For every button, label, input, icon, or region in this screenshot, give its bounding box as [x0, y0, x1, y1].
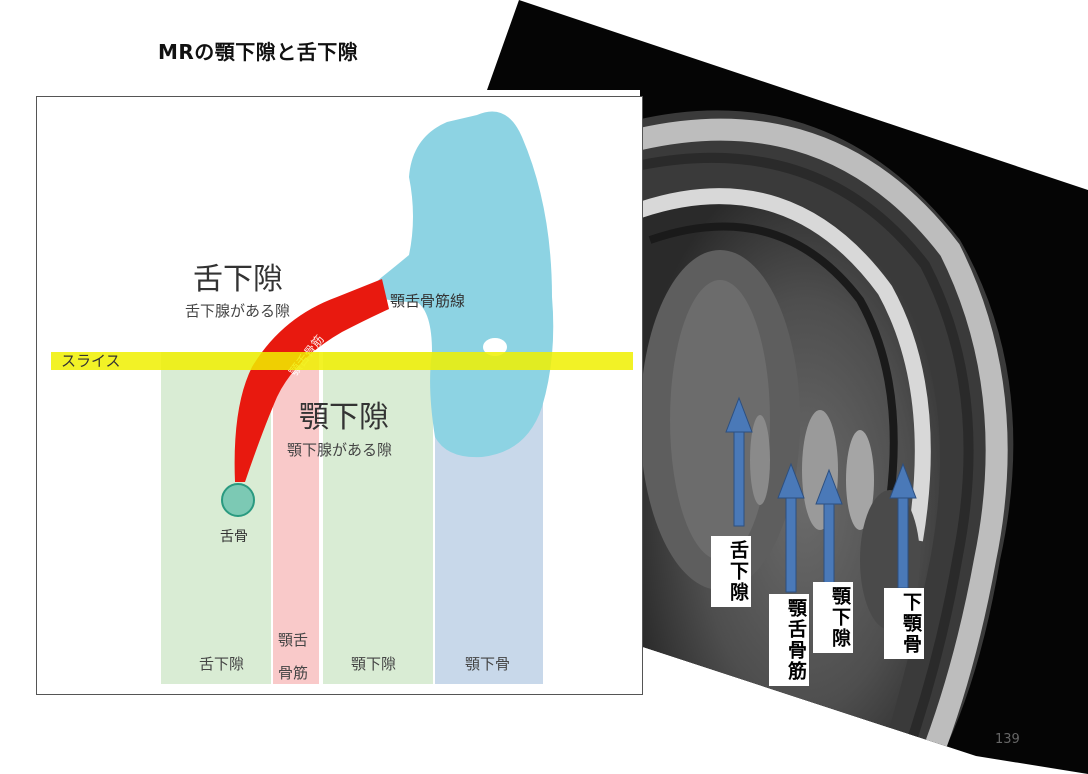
sublingual-space-desc: 舌下腺がある隙 [185, 302, 290, 320]
column-label-sublingual: 舌下隙 [199, 655, 244, 673]
mri-label-mandible: 下顎骨 [884, 588, 924, 659]
slice-band [51, 352, 633, 370]
submandibular-space-desc: 顎下腺がある隙 [287, 441, 392, 459]
column-mylohyoid [273, 352, 319, 684]
mylohyoid-line-label: 顎舌骨筋線 [390, 292, 465, 310]
mylohyoid-muscle [234, 279, 389, 482]
mri-label-mylohyoid: 顎舌骨筋 [769, 594, 809, 686]
mri-label-submandibular: 顎下隙 [813, 582, 853, 653]
column-label-mylohyoid-1: 顎舌 [278, 631, 308, 649]
sublingual-space-title: 舌下隙 [193, 262, 283, 297]
diagram-svg: 顎舌骨筋 スライス 舌骨 舌下隙 舌下腺がある隙 顎下隙 顎下腺がある隙 顎舌骨… [51, 111, 633, 684]
submandibular-space-title: 顎下隙 [299, 400, 389, 435]
page-title: MRの顎下隙と舌下隙 [158, 40, 359, 64]
column-label-submandibular: 顎下隙 [351, 655, 396, 673]
arrow-mylohyoid [777, 462, 805, 593]
column-label-mylohyoid-2: 骨筋 [278, 664, 308, 682]
mri-label-sublingual: 舌下隙 [711, 536, 751, 607]
mandible-shape [373, 111, 554, 458]
column-label-mandible: 顎下骨 [465, 655, 510, 673]
arrow-sublingual [725, 396, 753, 527]
page-number: 139 [995, 732, 1020, 747]
hyoid-bone [221, 483, 255, 517]
slice-label: スライス [61, 352, 121, 370]
column-submandibular [323, 352, 433, 684]
schematic-diagram: 顎舌骨筋 スライス 舌骨 舌下隙 舌下腺がある隙 顎下隙 顎下腺がある隙 顎舌骨… [36, 96, 643, 695]
hyoid-label: 舌骨 [220, 529, 248, 545]
